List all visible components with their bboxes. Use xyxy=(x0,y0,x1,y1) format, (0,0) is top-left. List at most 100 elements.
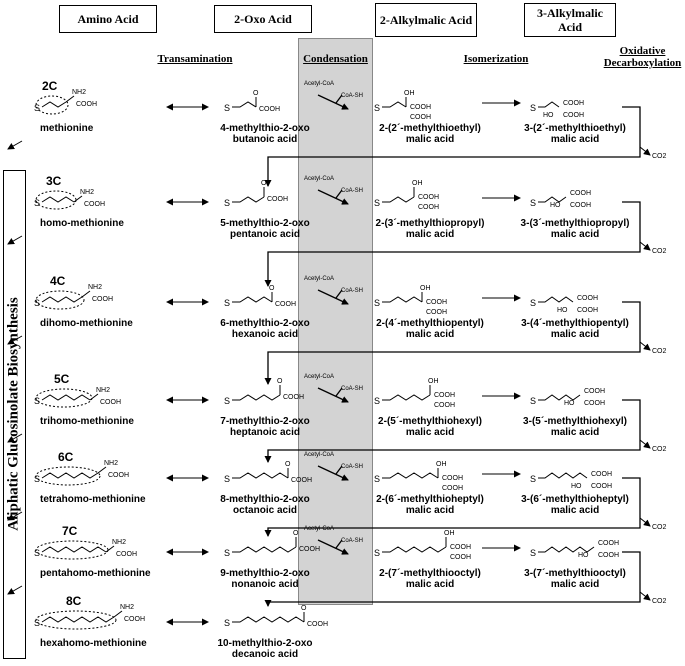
hydroxyl-group: HO xyxy=(543,112,554,119)
sulfur-atom: S xyxy=(530,474,536,484)
malic-acid-chain xyxy=(382,472,439,479)
coa-sh-label: CoA-SH xyxy=(341,188,364,194)
oxo-acid-name-line2: hexanoic acid xyxy=(231,329,299,340)
amine-bond xyxy=(65,95,75,103)
amine-group: NH2 xyxy=(96,387,110,394)
malic-3-name-line1: 3-(3´-methylthiopropyl) xyxy=(520,218,630,229)
co2-release-arrow xyxy=(639,439,651,449)
decarboxylation-arrow xyxy=(264,201,641,287)
keto-oxygen: O xyxy=(269,285,275,292)
condensation-column-shading xyxy=(298,38,373,605)
malic-acid-chain xyxy=(382,296,423,303)
amino-acid-chain xyxy=(41,196,75,203)
header-oxo-acid: 2-Oxo Acid xyxy=(214,5,312,33)
oxo-acid-name-line1: 5-methylthio-2-oxo xyxy=(220,218,310,229)
chain-length-label: 5C xyxy=(54,372,70,386)
hydroxyl-group: HO xyxy=(564,400,575,407)
biosynthesis-exit-arrow xyxy=(7,511,23,521)
amino-acid-name: homo-methionine xyxy=(40,218,124,229)
chain-highlight-ellipse xyxy=(35,610,117,630)
malic-2-name-line2: malic acid xyxy=(405,579,455,590)
carboxyl-group: COOH xyxy=(584,400,605,407)
stage-transamination: Transamination xyxy=(157,53,233,65)
coa-sh-label: CoA-SH xyxy=(341,288,364,294)
carboxyl-group: COOH xyxy=(442,485,463,492)
oxo-acid-name-line1: 6-methylthio-2-oxo xyxy=(220,318,310,329)
chain-length-label: 2C xyxy=(42,79,58,93)
malic-3-name-line2: malic acid xyxy=(550,579,600,590)
co2-label: CO2 xyxy=(652,153,667,160)
co2-release-arrow xyxy=(639,591,651,601)
malic-2-name-line1: 2-(5´-methylthiohexyl) xyxy=(378,416,482,427)
decarboxylation-arrow xyxy=(264,106,641,187)
condensation-arrow-branch xyxy=(335,189,343,199)
carboxyl-group: COOH xyxy=(450,544,471,551)
carboxyl-group: COOH xyxy=(100,399,121,406)
oxo-acid-chain xyxy=(232,616,305,623)
carboxyl-group: COOH xyxy=(291,477,312,484)
amino-acid-chain xyxy=(41,472,99,479)
malic-2-name-line2: malic acid xyxy=(405,427,455,438)
amine-bond xyxy=(89,393,99,401)
chain-length-label: 4C xyxy=(50,274,66,288)
condensation-arrow xyxy=(317,465,349,481)
oxo-acid-name-line1: 10-methylthio-2-oxo xyxy=(217,638,313,649)
sulfur-atom: S xyxy=(224,618,230,628)
oxo-acid-name-line1: 4-methylthio-2-oxo xyxy=(220,123,310,134)
amino-acid-name: methionine xyxy=(40,123,94,134)
sulfur-atom: S xyxy=(34,198,40,208)
hydroxyl-group: OH xyxy=(412,180,423,187)
sulfur-atom: S xyxy=(224,396,230,406)
malic-2-name-line1: 2-(7´-methylthiooctyl) xyxy=(379,568,481,579)
chain-highlight-ellipse xyxy=(35,388,93,408)
hydroxyl-group: HO xyxy=(557,307,568,314)
chain-highlight-ellipse xyxy=(35,540,109,560)
biosynthesis-exit-arrow xyxy=(7,140,23,150)
malic-acid-chain xyxy=(538,394,581,401)
sulfur-atom: S xyxy=(530,198,536,208)
carboxyl-group: COOH xyxy=(450,554,471,561)
co2-label: CO2 xyxy=(652,248,667,255)
coa-sh-label: CoA-SH xyxy=(341,93,364,99)
amine-group: NH2 xyxy=(104,460,118,467)
amine-bond xyxy=(97,466,107,474)
biosynthesis-exit-arrow xyxy=(7,235,23,245)
sulfur-atom: S xyxy=(374,396,380,406)
keto-oxygen: O xyxy=(293,530,299,537)
co2-label: CO2 xyxy=(652,524,667,531)
carboxyl-group: COOH xyxy=(283,394,304,401)
oxo-acid-name-line1: 8-methylthio-2-oxo xyxy=(220,494,310,505)
hydroxyl-group: OH xyxy=(436,461,447,468)
carboxyl-group: COOH xyxy=(124,616,145,623)
carboxyl-group: COOH xyxy=(418,194,439,201)
carboxyl-group: COOH xyxy=(307,621,328,628)
malic-2-name-line2: malic acid xyxy=(405,229,455,240)
amino-acid-chain xyxy=(41,101,67,108)
hydroxyl-group: HO xyxy=(578,552,589,559)
co2-release-arrow xyxy=(639,146,651,156)
chain-highlight-ellipse xyxy=(35,290,85,310)
malic-3-name-line2: malic acid xyxy=(550,229,600,240)
oxo-acid-name-line2: pentanoic acid xyxy=(229,229,300,240)
malic-2-name-line2: malic acid xyxy=(405,134,455,145)
sulfur-atom: S xyxy=(374,198,380,208)
stage-isomerization: Isomerization xyxy=(463,53,529,65)
biosynthesis-exit-arrow xyxy=(7,433,23,443)
carboxyl-group: COOH xyxy=(108,472,129,479)
malic-2-name-line1: 2-(2´-methylthioethyl) xyxy=(379,123,481,134)
carboxyl-group: COOH xyxy=(275,301,296,308)
amine-bond xyxy=(81,290,91,298)
hydroxyl-group: OH xyxy=(428,378,439,385)
amino-acid-name: hexahomo-methionine xyxy=(40,638,147,649)
malic-2-name-line1: 2-(4´-methylthiopentyl) xyxy=(376,318,484,329)
co2-release-arrow xyxy=(639,341,651,351)
malic-3-name-line1: 3-(5´-methylthiohexyl) xyxy=(523,416,627,427)
malic-acid-chain xyxy=(538,472,588,479)
co2-label: CO2 xyxy=(652,446,667,453)
sulfur-atom: S xyxy=(530,103,536,113)
chain-length-label: 8C xyxy=(66,594,82,608)
chain-highlight-ellipse xyxy=(35,190,77,210)
acetyl-coa-label: Acetyl-CoA xyxy=(304,374,335,380)
condensation-arrow xyxy=(317,189,349,205)
